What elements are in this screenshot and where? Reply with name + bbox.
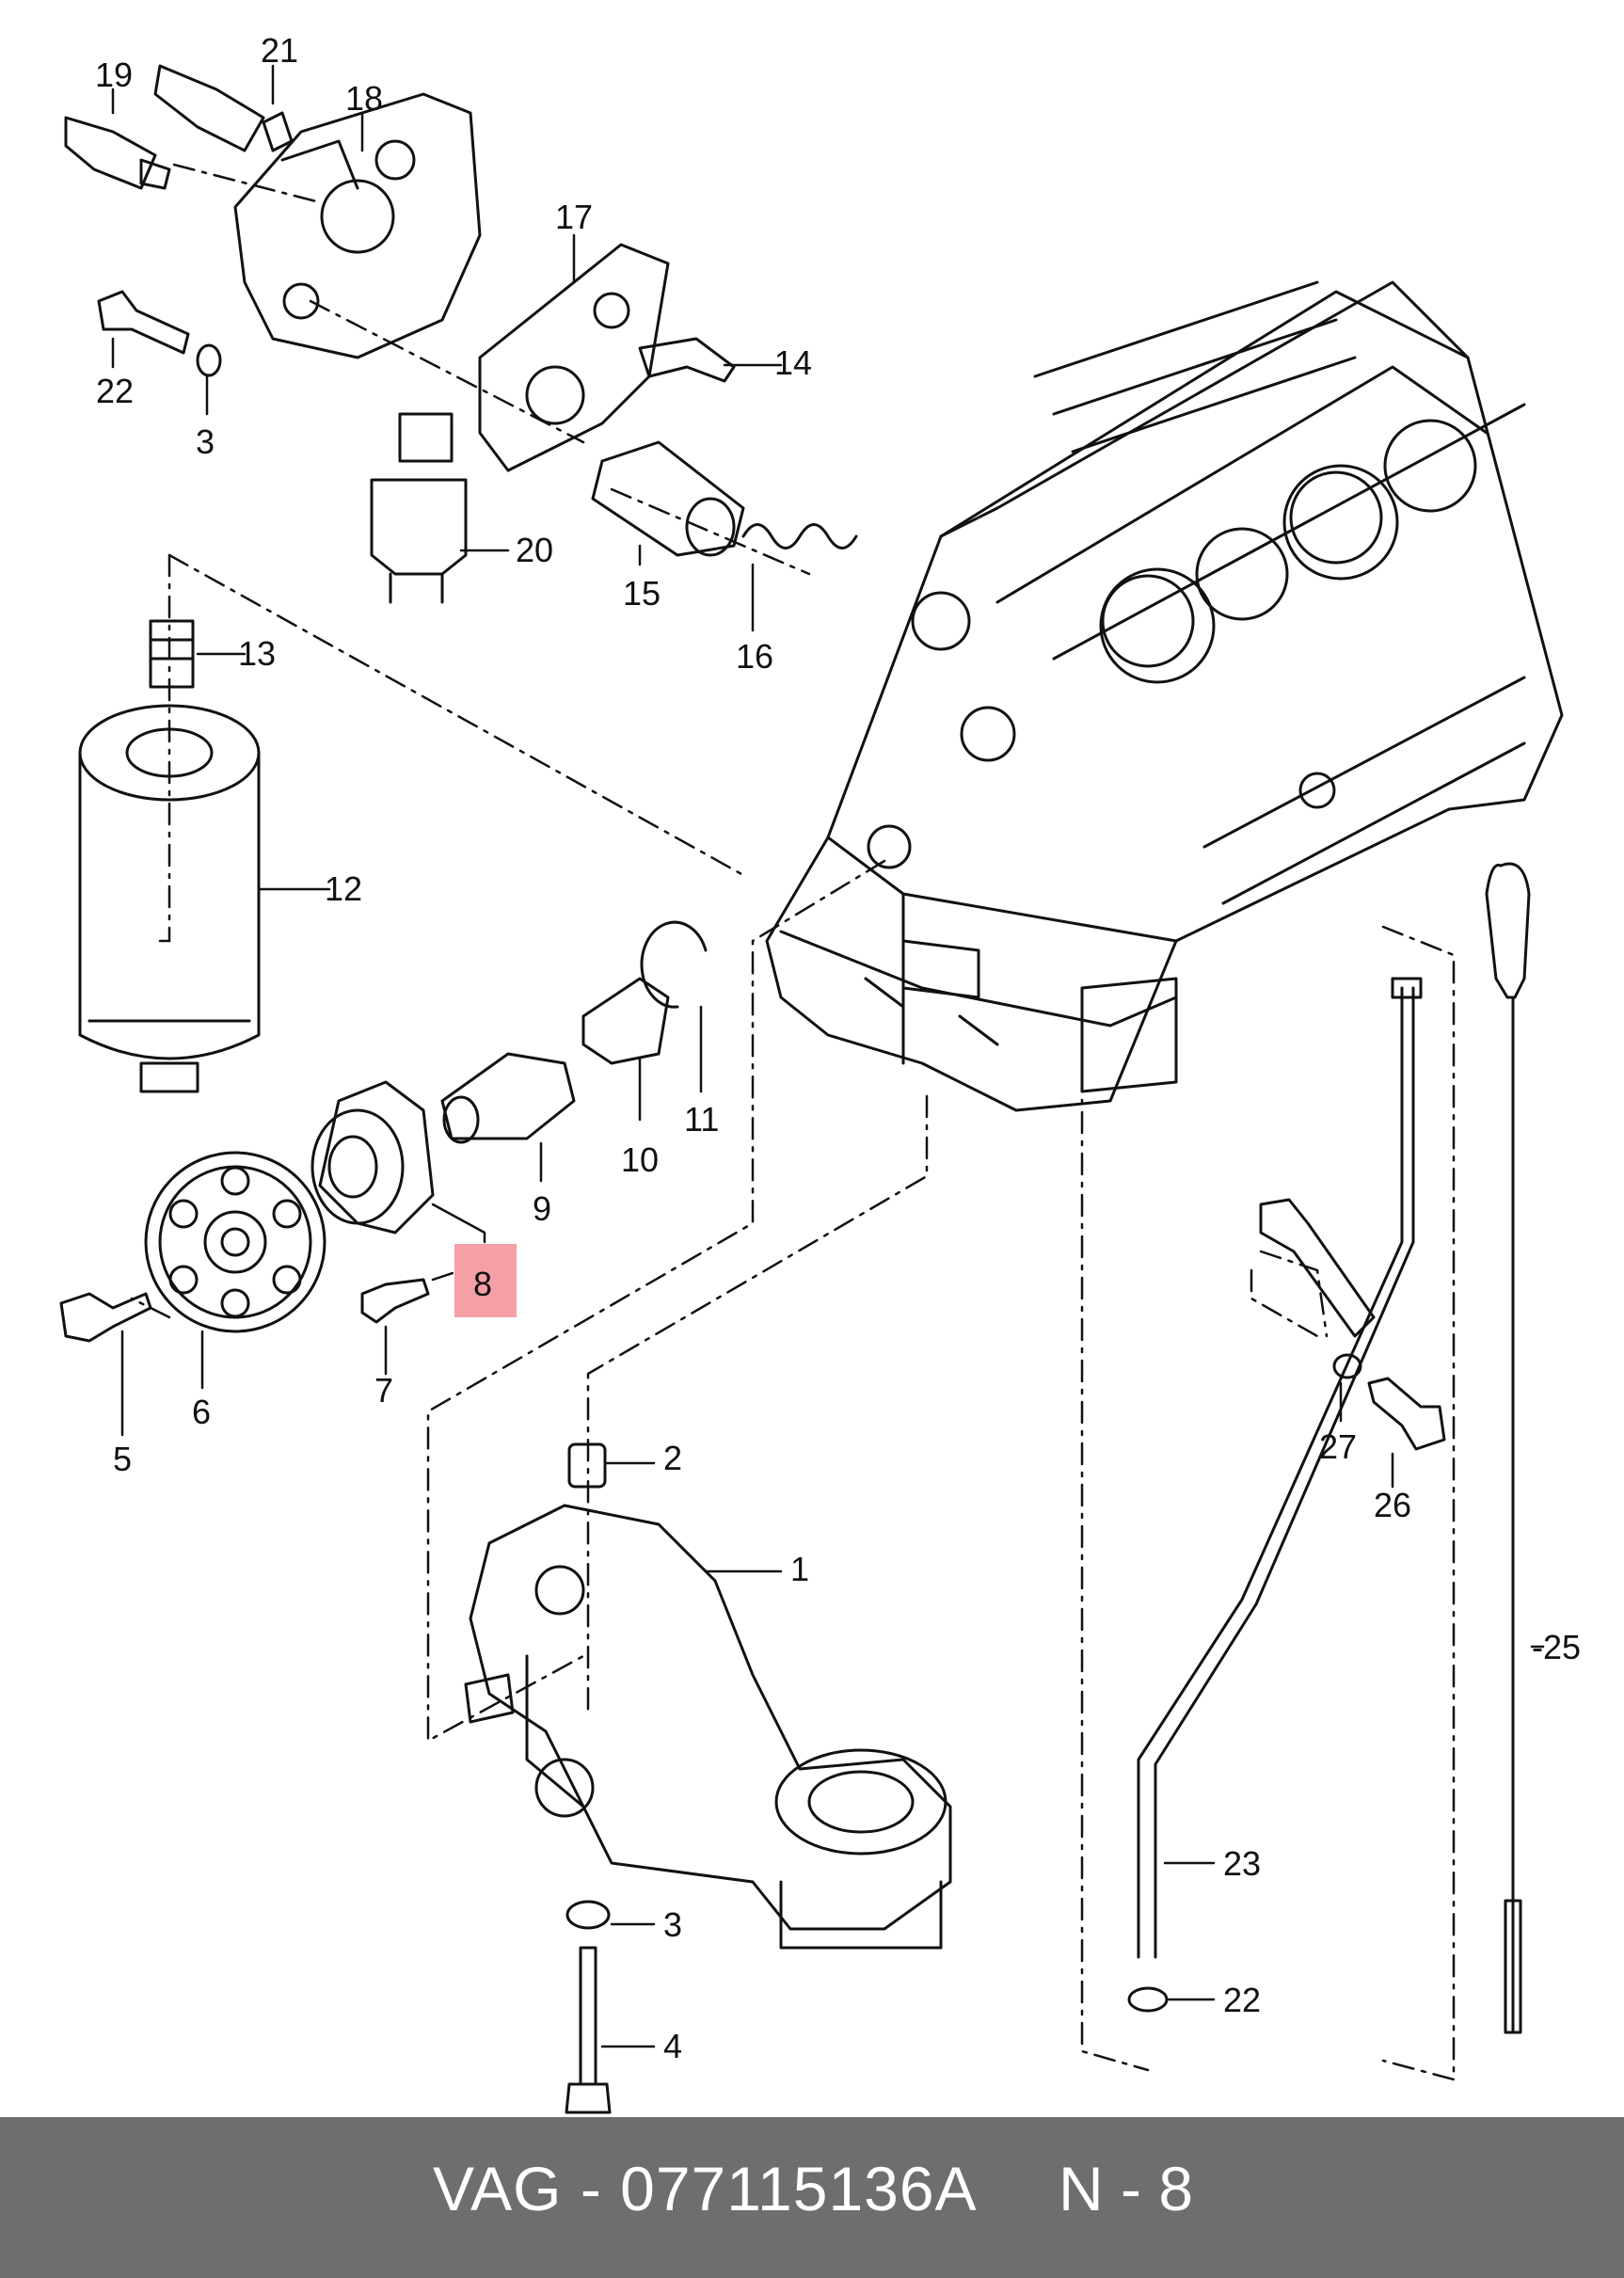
callout-21: 21 [261, 31, 298, 70]
callout-24: 23 [1223, 1844, 1261, 1883]
callout-5: 5 [113, 1440, 132, 1478]
footer-bar: VAG - 077115136A N - 8 [0, 2117, 1624, 2278]
callout-17: 17 [555, 198, 593, 236]
callout-7: 7 [374, 1371, 393, 1410]
oil-filter-12 [78, 704, 261, 1093]
highlight-box [454, 1244, 517, 1317]
callout-11: 11 [684, 1100, 719, 1139]
oil-temperature-sender-20 [370, 412, 468, 604]
callout-3a: 3 [196, 422, 215, 461]
callout-14: 14 [774, 343, 812, 382]
callout-9: 9 [533, 1189, 551, 1228]
sleeve-2 [567, 1442, 607, 1489]
dipstick-guide-tube-24 [1137, 977, 1423, 1959]
circlip-11 [640, 920, 708, 1009]
sprocket-6 [144, 1151, 326, 1333]
washer-27 [1332, 1353, 1362, 1379]
seal-23 [1127, 1986, 1169, 2013]
callout-6: 6 [192, 1393, 211, 1431]
retaining-clip-14 [638, 337, 736, 383]
callout-12: 12 [325, 869, 362, 908]
diagram-reference: N - 8 [1059, 2154, 1194, 2223]
bolt-22 [97, 290, 190, 355]
callout-19: 19 [95, 56, 133, 94]
callout-15: 15 [623, 574, 661, 613]
callout-3b: 3 [663, 1905, 682, 1944]
oil-pressure-switch-21 [153, 64, 294, 152]
oil-filter-housing-18 [233, 92, 482, 359]
part-number: VAG - 077115136A [433, 2154, 978, 2223]
callout-2: 2 [663, 1439, 682, 1477]
callout-27: 27 [1319, 1427, 1357, 1466]
oil-pressure-relief-valve-15 [591, 440, 745, 557]
bolt-4 [565, 1946, 612, 2114]
callout-20: 20 [516, 531, 553, 569]
shaft-9 [440, 1052, 576, 1144]
callout-26: 26 [1374, 1486, 1411, 1524]
bolt-7 [360, 1278, 430, 1324]
spring-16 [741, 523, 858, 550]
intermediate-shaft-flange-8 [310, 1080, 435, 1235]
gasket-17 [478, 243, 670, 472]
callout-4: 4 [663, 2027, 682, 2065]
callout-13: 13 [238, 634, 276, 673]
callout-8: 8 [473, 1265, 492, 1303]
bracket [1259, 1198, 1376, 1338]
callout-10: 10 [621, 1140, 659, 1179]
dipstick-25 [1485, 862, 1531, 2034]
washer-3-top [196, 343, 222, 377]
parts-diagram: 21 19 18 17 14 22 3 20 15 16 13 12 11 10… [59, 31, 1581, 2114]
connector-10 [581, 977, 670, 1065]
engine-block [765, 280, 1564, 1112]
bolt-26 [1367, 1377, 1446, 1451]
callout-1: 1 [790, 1550, 809, 1588]
callout-22: 22 [96, 372, 134, 410]
callout-23: 22 [1223, 1981, 1261, 2019]
valve-13 [149, 619, 195, 689]
bolt-5 [59, 1292, 152, 1343]
oil-pressure-switch-19 [64, 116, 171, 190]
washer-3-bottom [565, 1900, 611, 1930]
callout-25: -25 [1532, 1628, 1581, 1666]
callout-18: 18 [345, 79, 383, 118]
callout-16: 16 [736, 637, 773, 676]
